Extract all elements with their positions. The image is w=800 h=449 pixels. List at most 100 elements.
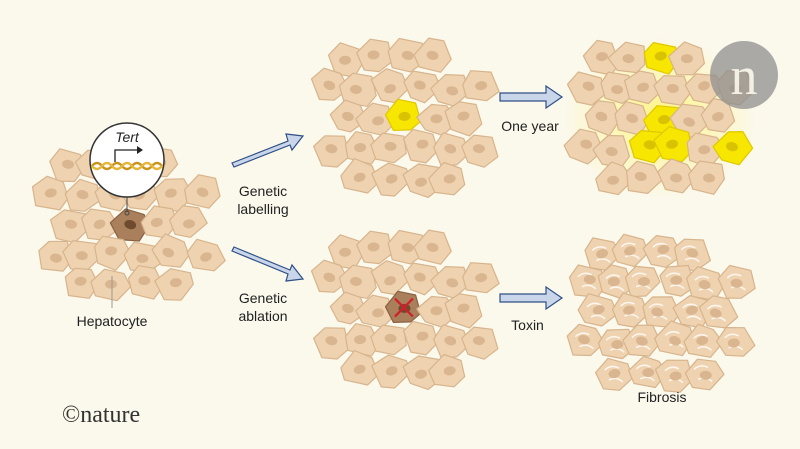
ablation-x-icon (394, 297, 414, 318)
hepatocyte-cell (597, 264, 634, 299)
arrow-genetic-ablation (231, 246, 305, 282)
hepatocyte-cell (444, 293, 483, 329)
hepatocyte-cell (642, 296, 681, 328)
hepatocyte-cell (614, 101, 649, 136)
hepatocyte-cell (64, 267, 100, 299)
one-year-label: One year (501, 118, 559, 134)
hepatocyte-cell (151, 233, 190, 268)
hepatocyte-cell (433, 324, 470, 359)
hepatocyte-cell (653, 320, 695, 357)
hepatocyte-cell (627, 355, 667, 389)
hepatocyte-cell (611, 233, 649, 268)
hepatocyte-cell (625, 160, 663, 194)
fibrosis-label: Fibrosis (637, 389, 687, 405)
cluster-ablated (310, 229, 500, 390)
hepatocyte-cell (370, 260, 410, 296)
hepatocyte-cell (568, 264, 607, 298)
hepatocyte-cell (698, 295, 739, 329)
label-line: Genetic (238, 290, 288, 306)
hepatocyte-cell (712, 131, 754, 166)
hepatocyte-cell (370, 68, 410, 104)
hepatocyte-cell (577, 293, 619, 327)
hepatocyte-cell (582, 39, 620, 76)
hepatocyte-cell (668, 41, 706, 76)
hepatocyte-cell (186, 238, 226, 272)
arrow-genetic-labelling (231, 133, 305, 168)
hepatocyte-cell (313, 135, 350, 168)
hepatocyte-cell (169, 205, 208, 238)
hepatocyte-cell (622, 324, 662, 357)
hepatocyte-cell (344, 323, 381, 357)
hepatocyte-cell (654, 359, 694, 393)
svg-text:n: n (731, 46, 758, 106)
hepatocyte-cell (340, 349, 380, 386)
hepatocyte-cell (64, 178, 101, 212)
hepatocyte-cell (566, 71, 607, 106)
hepatocyte-cell (31, 175, 69, 211)
hepatocyte-cell (566, 323, 605, 357)
hepatocyte-cell (338, 264, 377, 299)
hepatocyte-cell (653, 126, 693, 163)
hepatocyte-cell (428, 353, 466, 388)
hepatocyte-cell (355, 102, 394, 136)
hepatocyte-cell (584, 99, 621, 137)
hepatocyte-cell (642, 235, 683, 268)
hepatocyte-cell (402, 163, 442, 198)
hepatocyte-cell (402, 355, 442, 390)
label-line: Genetic (238, 183, 288, 199)
hepatocyte-cell (428, 161, 466, 196)
cluster-labelled (310, 37, 500, 198)
hepatocyte-cell (669, 103, 713, 139)
hepatocyte-cell (329, 291, 367, 325)
genetic-labelling-label: Genetic labelling (228, 182, 298, 218)
hepatocyte-cell (462, 70, 500, 102)
hepatocyte-cell (403, 70, 442, 104)
hepatocyte-cell (611, 292, 649, 328)
hepatocyte-cell (356, 230, 393, 265)
hepatocyte-label: Hepatocyte (76, 313, 148, 329)
hepatocyte-cell (344, 131, 381, 165)
hepatocyte-cell (184, 174, 221, 209)
hepatocyte-cell (433, 132, 470, 167)
toxin-label: Toxin (511, 317, 544, 333)
hepatocyte-cell (310, 259, 350, 293)
hepatocyte-cell (623, 70, 661, 105)
hepatocyte-cell (659, 264, 696, 297)
hepatocyte-cell (154, 268, 194, 301)
hepatocyte-cell (370, 132, 407, 164)
hepatocyte-cell (387, 37, 427, 73)
hepatocyte-cell (683, 323, 724, 358)
hepatocyte-cell (684, 358, 725, 391)
hepatocyte-cell (38, 240, 74, 272)
hepatocyte-cell (430, 266, 471, 299)
hepatocyte-cell (643, 41, 680, 75)
hepatocyte-cell (313, 327, 350, 360)
hepatocyte-cell (657, 158, 697, 194)
hepatocyte-cell (338, 72, 377, 107)
hepatocyte-cell (624, 265, 661, 298)
hepatocyte-cell (403, 320, 439, 356)
hepatocyte-cell (563, 128, 605, 165)
hepatocyte-cell (685, 266, 724, 301)
hepatocyte-cell (371, 162, 413, 197)
hepatocyte-cell (715, 327, 756, 357)
hepatocyte-cell (370, 324, 407, 356)
hepatocyte-cell (403, 262, 442, 296)
hepatocyte-cell (444, 101, 483, 137)
hepatocyte-cell (49, 148, 87, 183)
hepatocyte-cell (403, 128, 439, 164)
hepatocyte-cell (592, 134, 631, 168)
hepatocyte-cell (387, 229, 427, 265)
hepatocyte-cell (356, 38, 393, 73)
label-line: labelling (237, 201, 289, 217)
hepatocyte-cell (384, 290, 422, 323)
promoter-arrow-icon (114, 149, 137, 162)
hepatocyte-cell (90, 268, 132, 302)
genetic-ablation-label: Genetic ablation (228, 289, 298, 325)
cluster-one-year (563, 38, 755, 198)
hepatocyte-cell (310, 67, 350, 101)
hepatocyte-cell (461, 134, 499, 168)
hepatocyte-cell (595, 161, 634, 196)
hepatocyte-cell (329, 99, 367, 133)
